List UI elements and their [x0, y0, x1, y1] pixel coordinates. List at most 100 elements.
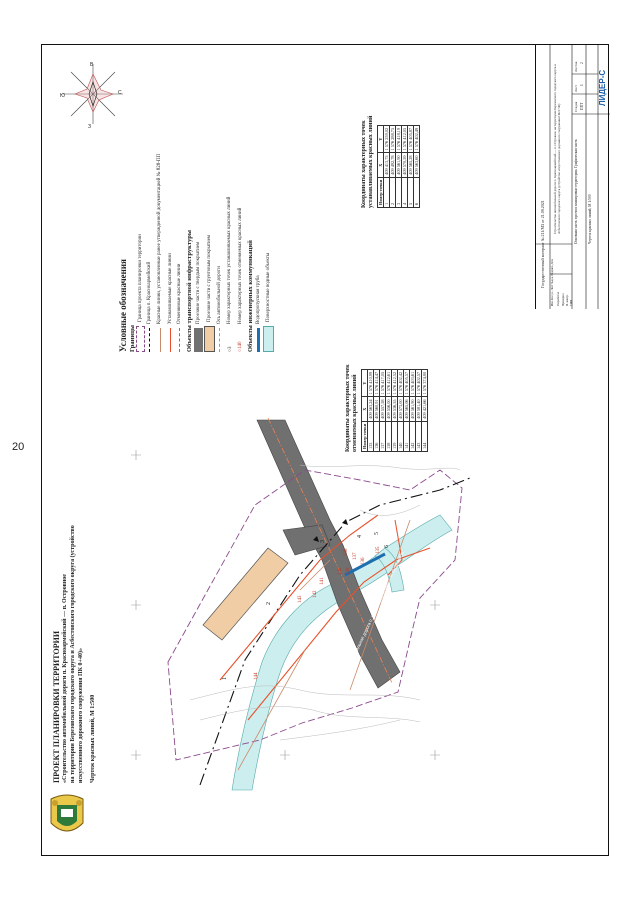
- water-river: [231, 514, 453, 791]
- legend-group-bounds: Границы: [129, 325, 136, 352]
- legend-swatch-cancel-num: ○140: [238, 341, 243, 352]
- table-cell: 409 563,60: [413, 152, 420, 178]
- point-label-3: 3: [320, 540, 326, 543]
- compass-rose-icon: [63, 64, 123, 124]
- stamp-part: Основная часть проекта планировки террит…: [574, 139, 578, 244]
- table-cell: 1 576 259,02: [383, 125, 390, 153]
- point-label-138: 138: [344, 548, 349, 557]
- old-red-lines: [237, 519, 411, 771]
- road-branch: [282, 524, 331, 556]
- road-axis: [267, 417, 393, 684]
- point-label-4: 4: [357, 535, 363, 538]
- red-line-1: [219, 514, 379, 681]
- stamp-col-sheet: Лист: [574, 84, 578, 92]
- stamp-cols: Изм. Кол.уч. Лист №док. Подпись Дата: [551, 258, 554, 306]
- table-cell: 1 576 374,80: [421, 369, 428, 397]
- stamp-col-stage: Стадия: [574, 101, 578, 112]
- legend-item: ○140 Номер характерных точек отменяемых …: [238, 207, 243, 352]
- legend-group-transport: Объекты транспортной инфраструктуры: [186, 230, 193, 352]
- compass-letter-e: В: [90, 62, 94, 68]
- legend-swatch-old-red: [159, 328, 161, 352]
- legend-swatch-boundary: [136, 326, 145, 352]
- table-cell: 1 576 412,52: [391, 369, 398, 397]
- header-line-1: «Строительство автомобильной дороги п. К…: [62, 574, 68, 783]
- legend-swatch-water: [263, 326, 274, 352]
- table-cell: 1 576 410,99: [367, 369, 374, 397]
- legend-item: Устанавливаемые красные линии: [166, 104, 175, 352]
- road-markers: [313, 519, 348, 542]
- point-label-135: 135: [376, 546, 381, 555]
- table-cancelled-title: Координаты характерных точек отменяемых …: [345, 364, 358, 452]
- point-label-2: 2: [266, 602, 272, 605]
- table-header: Номер точки: [377, 177, 384, 208]
- stamp-stage: ППТ: [580, 102, 584, 110]
- table-cell: 1 576 418,19: [395, 125, 402, 153]
- legend-item: Водопропускная труба: [254, 104, 263, 352]
- table-cell: 409 581,40: [415, 396, 422, 422]
- table-cell: 409 561,90: [395, 152, 402, 178]
- table-cell: 409 570,59: [401, 152, 408, 178]
- stamp-sheet-title: Чертеж красных линий, М 1:500: [588, 194, 592, 244]
- table-cell: 1 576 403,61: [409, 369, 416, 397]
- stamp-role-1: Разработал: [556, 291, 560, 306]
- drawing-frame: [41, 44, 609, 856]
- legend-swatch-asphalt: [194, 328, 203, 352]
- table-cell: 1 576 417,05: [379, 369, 386, 397]
- stamp-sheet: 1: [580, 84, 584, 86]
- point-label-141: 141: [320, 577, 325, 586]
- legend-swatch-settlement: [149, 328, 150, 352]
- grid-crosses: [131, 450, 440, 760]
- legend-group-utilities: Объекты инженерных коммуникаций: [247, 240, 254, 352]
- legend-swatch-cancelled: [179, 328, 180, 352]
- main-road: [256, 419, 401, 689]
- legend-item: Отменяемые красные линии: [175, 104, 184, 352]
- table-cell: 409 536,55: [391, 396, 398, 422]
- table-cell: 409 561,90: [409, 396, 416, 422]
- table-cancelled: Координаты характерных точек отменяемых …: [345, 234, 428, 452]
- point-label-137: 137: [353, 552, 358, 561]
- stamp-block: Государственный контракт № 211/МЗ от 21.…: [535, 44, 610, 309]
- page-number: 20: [12, 441, 25, 453]
- table-cell: 1 576 412,05: [401, 125, 408, 153]
- table-cell: 1 576 414,47: [373, 369, 380, 397]
- header-title: ПРОЕКТ ПЛАНИРОВКИ ТЕРРИТОРИИ: [52, 630, 61, 783]
- legend-swatch-point-num: ○3: [227, 346, 233, 352]
- compass-letter-n: С: [118, 90, 122, 96]
- stamp-object: Строительство автомобильной дороги п. Кр…: [553, 64, 561, 234]
- table-cell: 1 576 405,57: [403, 369, 410, 397]
- point-label-136: 136: [361, 557, 366, 566]
- red-line-2: [247, 547, 431, 721]
- table-cell: 409 563,24: [367, 396, 374, 422]
- stamp-sheets: 2: [580, 62, 584, 64]
- header-line-2: на территории Березовского городского ок…: [70, 525, 76, 783]
- company-logo: ЛИДЕР-С: [598, 69, 607, 106]
- legend-title: Условные обозначения: [118, 259, 128, 352]
- table-cell: 409 556,00: [385, 396, 392, 422]
- dirt-road: [202, 547, 289, 641]
- legend-item: Проезжие части с грунтовым покрытием: [204, 104, 215, 352]
- table-established-title: Координаты характерных точек устанавлива…: [361, 115, 374, 208]
- table-cell: 409 492,78: [389, 152, 396, 178]
- legend: Условные обозначения Границы Граница про…: [118, 104, 274, 352]
- table-header: Номер точки: [361, 421, 368, 452]
- legend-item: Красные линии, установленные ранее утвер…: [154, 104, 166, 352]
- stamp-contract: Государственный контракт № 211/МЗ от 21.…: [540, 200, 545, 288]
- compass-letter-s: Ю: [60, 93, 66, 99]
- legend-swatch-pipe: [257, 328, 260, 352]
- compass-letter-w: З: [88, 124, 92, 130]
- table-cell: 409 421,66: [421, 396, 428, 422]
- table-cell: 1 576 288,75: [389, 125, 396, 153]
- stamp-col-sheets: Листов: [574, 61, 578, 72]
- table-established: Координаты характерных точек устанавлива…: [361, 8, 420, 208]
- legend-item: ○3 Номер характерных точек устанавливаем…: [227, 196, 233, 352]
- legend-item: Граница проекта планировки территории: [136, 104, 145, 352]
- point-label-139: 139: [346, 567, 351, 576]
- legend-swatch-red-line: [170, 328, 171, 352]
- point-label-143: 143: [298, 595, 303, 604]
- table-cell: 409 573,00: [397, 396, 404, 422]
- coat-of-arms-icon: [50, 794, 84, 832]
